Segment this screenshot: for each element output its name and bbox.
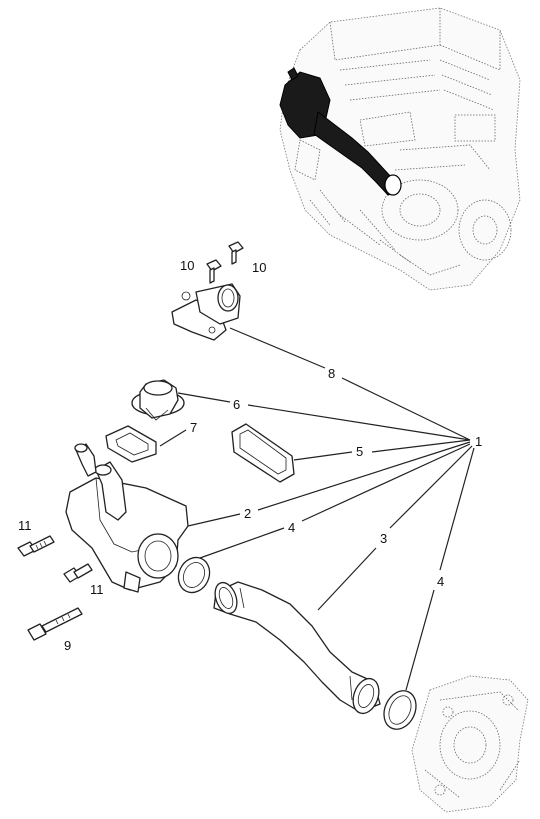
callout-10-right: 10 — [252, 260, 266, 275]
callout-labels: 1 2 3 4 4 5 6 7 8 9 10 10 11 11 — [18, 258, 482, 653]
callout-11-lower: 11 — [90, 582, 104, 597]
rectangular-seal-ring — [231, 423, 295, 483]
callout-10-left: 10 — [180, 258, 194, 273]
bolt-10-left — [206, 259, 222, 284]
water-pump-illustration — [411, 675, 529, 813]
callout-7: 7 — [190, 420, 197, 435]
thermostat-gasket — [105, 425, 157, 463]
callout-11-upper: 11 — [18, 518, 32, 533]
bolt-11-upper — [17, 535, 55, 557]
callout-4-lower: 4 — [437, 574, 444, 589]
callout-8: 8 — [328, 366, 335, 381]
thermostat — [131, 379, 185, 421]
callout-6: 6 — [233, 397, 240, 412]
callout-9: 9 — [64, 638, 71, 653]
bolt-10-right — [228, 241, 244, 265]
leader-lines — [159, 327, 475, 691]
bolt-11-lower — [63, 563, 93, 583]
o-ring-lower — [383, 690, 417, 730]
water-outlet-flange — [171, 283, 241, 341]
callout-1: 1 — [475, 434, 482, 449]
thermostat-housing — [65, 443, 189, 593]
coolant-pipe — [213, 581, 381, 715]
callout-2: 2 — [244, 506, 251, 521]
callout-4-upper: 4 — [288, 520, 295, 535]
o-ring-upper — [177, 556, 211, 594]
engine-block-illustration — [279, 7, 521, 291]
stud-9 — [27, 607, 83, 641]
callout-5: 5 — [356, 444, 363, 459]
callout-3: 3 — [380, 531, 387, 546]
